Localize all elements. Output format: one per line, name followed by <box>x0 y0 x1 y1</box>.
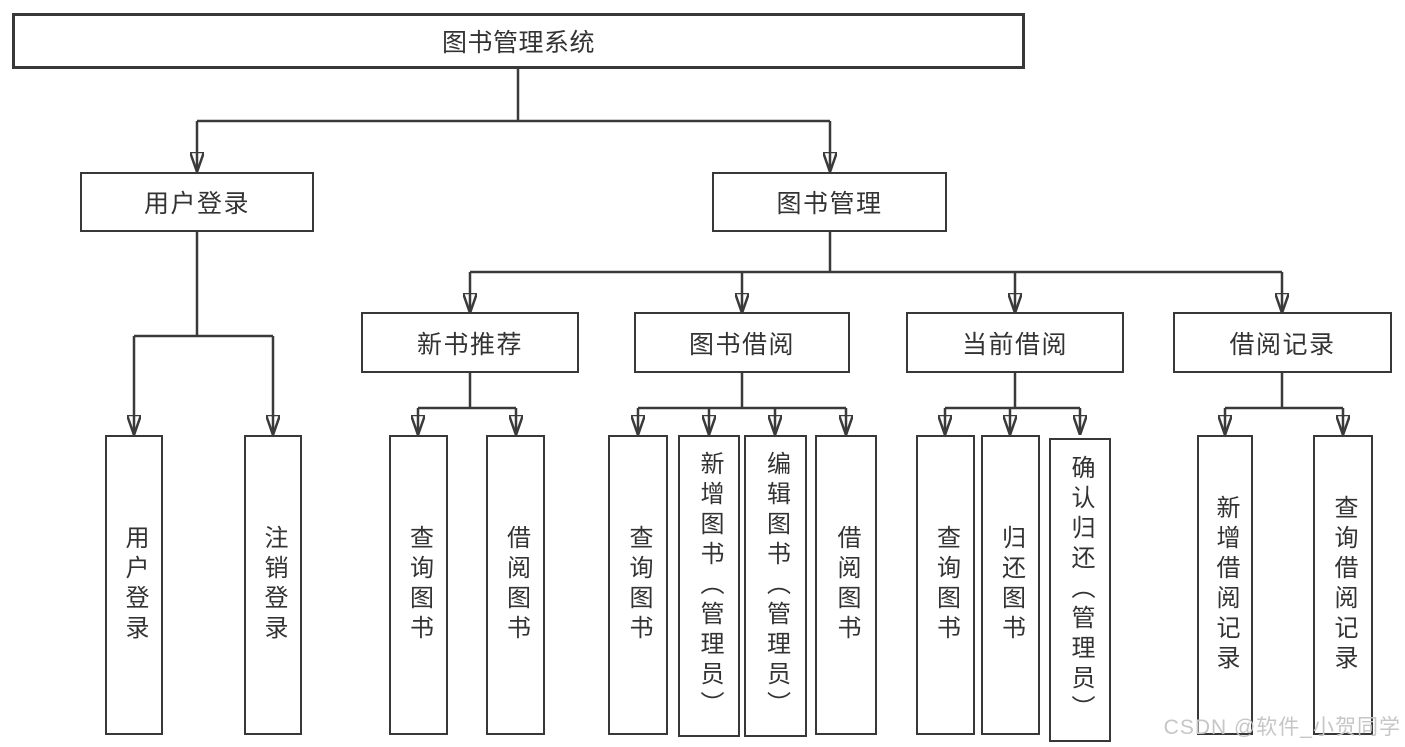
leaf-return-book: 归还图书 <box>981 435 1040 735</box>
leaf-user-login: 用户登录 <box>105 435 163 735</box>
node-new-book-recommend-label: 新书推荐 <box>416 330 523 359</box>
leaf-edit-book-admin: 编辑图书（管理员） <box>744 435 807 737</box>
leaf-logout-label: 注销登录 <box>260 525 287 645</box>
node-root: 图书管理系统 <box>12 13 1025 69</box>
node-book-management-label: 图书管理 <box>776 190 883 218</box>
node-borrow-records: 借阅记录 <box>1173 312 1392 373</box>
node-book-borrow: 图书借阅 <box>634 312 850 373</box>
node-user-login: 用户登录 <box>80 172 314 232</box>
watermark: CSDN @软件_小贺同学 <box>1163 716 1401 739</box>
leaf-edit-book-admin-label: 编辑图书（管理员） <box>762 451 790 721</box>
leaf-query-books-borrow: 查询图书 <box>608 435 668 735</box>
leaf-user-login-label: 用户登录 <box>121 525 148 645</box>
leaf-query-borrow-record: 查询借阅记录 <box>1313 435 1373 735</box>
node-current-borrow-label: 当前借阅 <box>961 330 1068 359</box>
leaf-add-book-admin: 新增图书（管理员） <box>678 435 740 737</box>
node-root-label: 图书管理系统 <box>441 29 595 57</box>
leaf-query-books-current-label: 查询图书 <box>932 525 960 645</box>
node-new-book-recommend: 新书推荐 <box>361 312 579 373</box>
node-user-login-label: 用户登录 <box>143 190 250 218</box>
leaf-borrow-books-label: 借阅图书 <box>833 525 860 645</box>
leaf-query-books-borrow-label: 查询图书 <box>625 525 652 645</box>
leaf-return-book-label: 归还图书 <box>997 525 1025 645</box>
leaf-query-books-recommend-label: 查询图书 <box>405 525 433 645</box>
leaf-borrow-books: 借阅图书 <box>815 435 877 735</box>
leaf-query-books-current: 查询图书 <box>916 435 975 735</box>
leaf-add-borrow-record: 新增借阅记录 <box>1197 435 1253 735</box>
leaf-confirm-return-admin: 确认归还（管理员） <box>1049 438 1111 742</box>
leaf-confirm-return-admin-label: 确认归还（管理员） <box>1067 455 1094 725</box>
leaf-query-borrow-record-label: 查询借阅记录 <box>1330 495 1357 675</box>
node-current-borrow: 当前借阅 <box>906 312 1124 373</box>
leaf-borrow-books-recommend-label: 借阅图书 <box>502 525 530 645</box>
node-borrow-records-label: 借阅记录 <box>1229 330 1336 359</box>
node-book-borrow-label: 图书借阅 <box>688 330 795 359</box>
leaf-add-borrow-record-label: 新增借阅记录 <box>1212 495 1239 675</box>
node-book-management: 图书管理 <box>712 172 947 232</box>
leaf-logout: 注销登录 <box>244 435 302 735</box>
leaf-borrow-books-recommend: 借阅图书 <box>486 435 545 735</box>
leaf-add-book-admin-label: 新增图书（管理员） <box>696 451 723 721</box>
leaf-query-books-recommend: 查询图书 <box>389 435 448 735</box>
